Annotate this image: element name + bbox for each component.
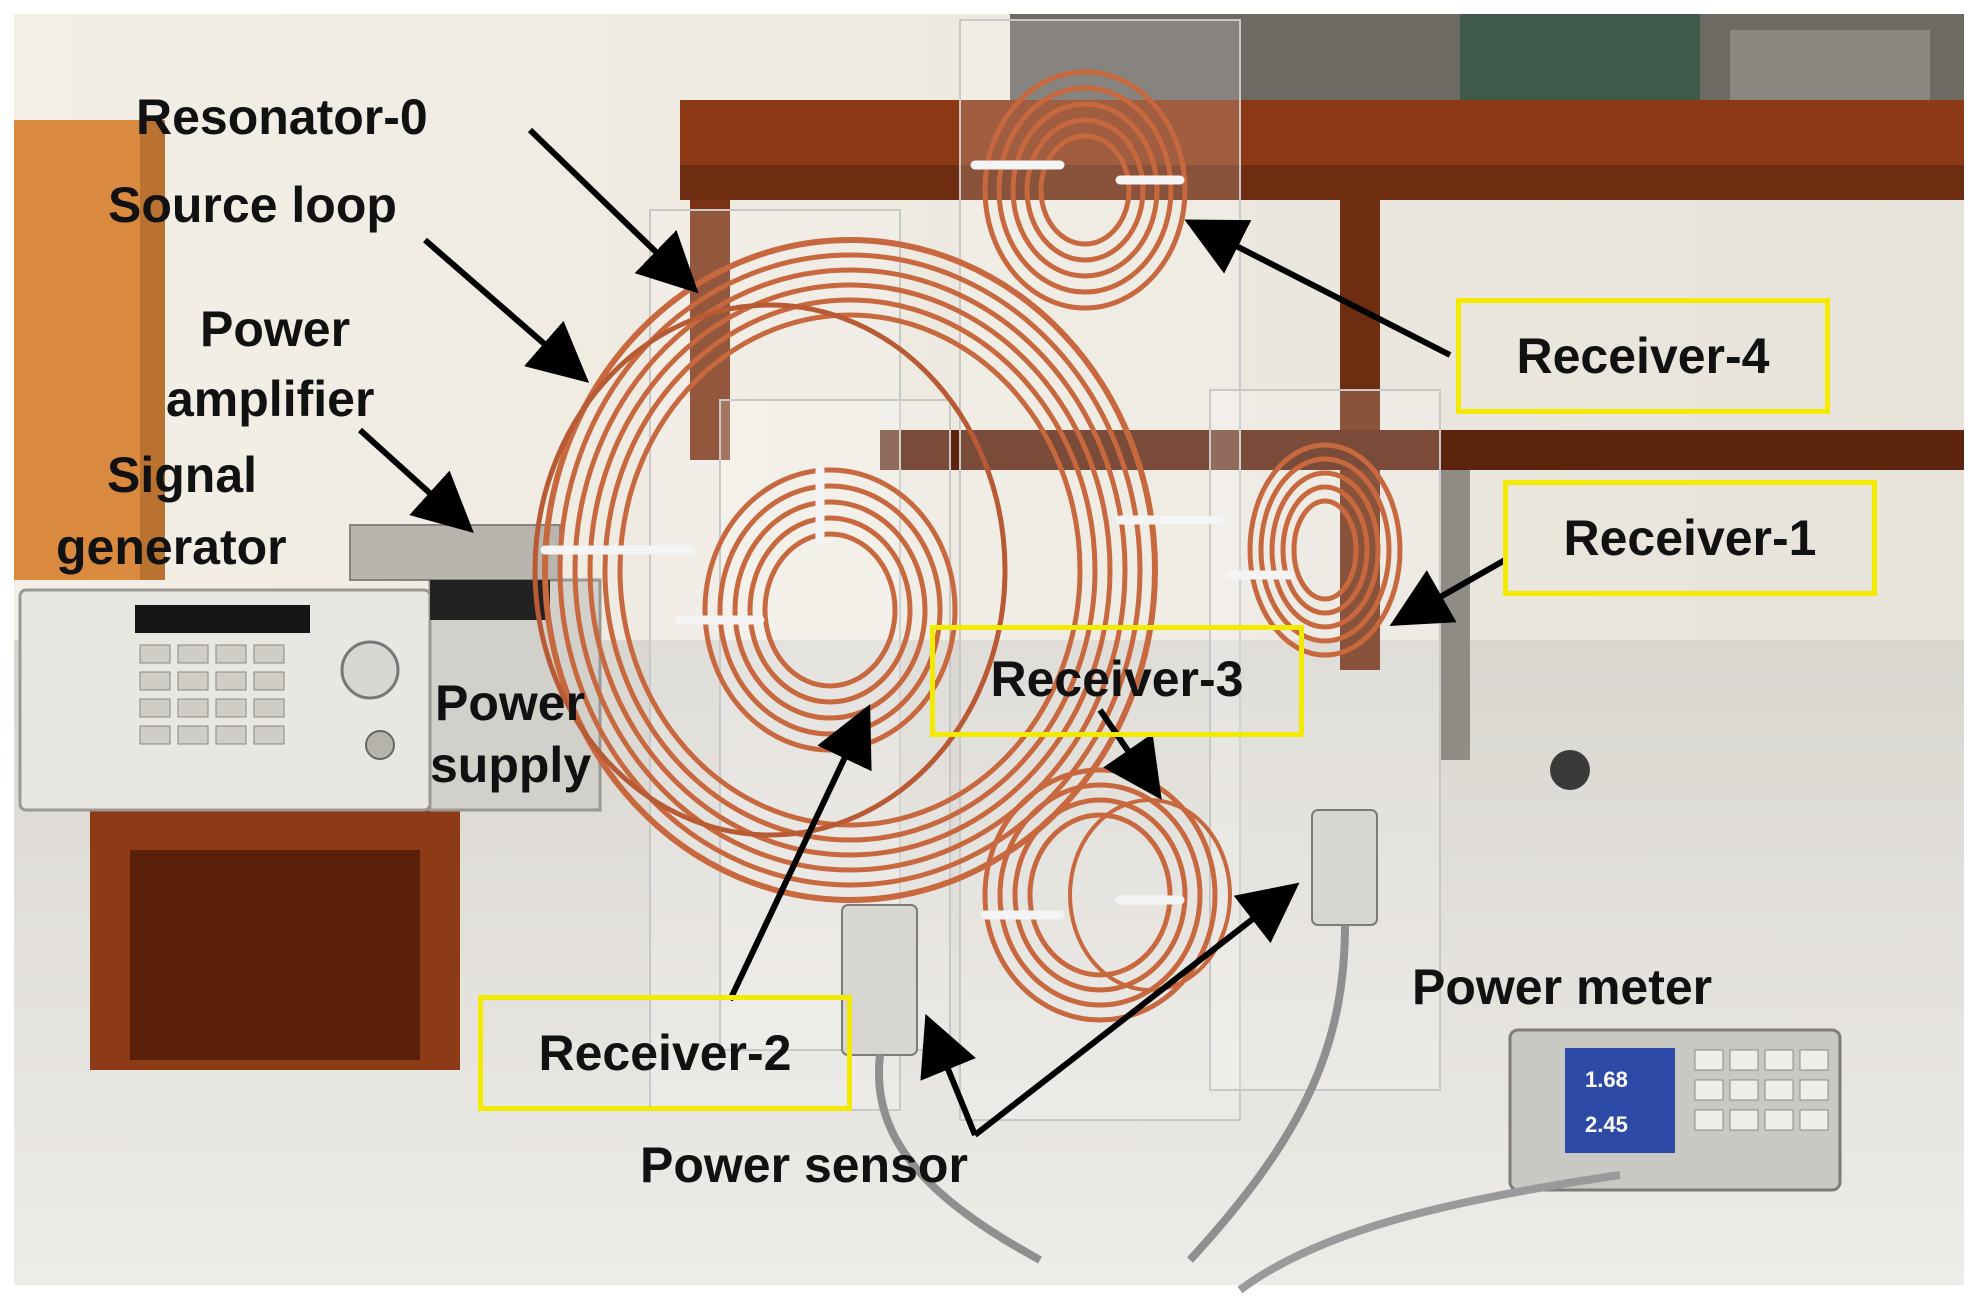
receiver-4-label-box: Receiver-4 <box>1456 298 1830 414</box>
source-loop-coil <box>532 302 1008 838</box>
amplifier-heatsink <box>430 580 550 620</box>
label-power-supply-line2: supply <box>430 737 592 793</box>
label-power-sensor: Power sensor <box>640 1137 968 1193</box>
label-receiver-4: Receiver-4 <box>1516 328 1770 384</box>
power-sensor-right <box>1311 809 1378 926</box>
signal-generator-knob <box>340 640 400 700</box>
table-apron <box>680 165 1964 200</box>
power-meter-buttons <box>1694 1049 1829 1131</box>
arrow-resonator-0 <box>527 127 699 294</box>
sensor-cable-left <box>874 1054 1042 1264</box>
meter-cable <box>1237 1171 1621 1294</box>
annotation-arrows <box>357 127 1507 1138</box>
signal-generator-keypad <box>139 644 285 745</box>
label-receiver-2: Receiver-2 <box>538 1025 792 1081</box>
power-meter-reading-1: 1.68 <box>1585 1067 1628 1092</box>
arrow-source-loop <box>423 237 590 383</box>
power-sensor-left <box>841 904 918 1056</box>
label-power-amplifier-line2: amplifier <box>166 371 375 427</box>
arrow-power-sensor-left <box>920 1013 978 1137</box>
label-power-meter: Power meter <box>1412 959 1713 1015</box>
arrow-receiver-2 <box>727 704 872 1002</box>
label-signal-generator-line1: Signal <box>107 447 258 503</box>
label-power-amplifier-line1: Power <box>200 301 351 357</box>
receiver-4-coil <box>982 69 1188 311</box>
power-meter-display <box>1565 1048 1675 1153</box>
receiver-3-label-box: Receiver-3 <box>930 625 1304 737</box>
sensor-cable-right <box>1187 924 1349 1263</box>
power-amplifier <box>349 524 561 581</box>
signal-generator-output-connector <box>365 730 395 760</box>
label-receiver-1: Receiver-1 <box>1563 510 1817 566</box>
power-meter-reading-2: 2.45 <box>1585 1112 1628 1137</box>
arrow-power-amplifier <box>357 427 474 534</box>
label-signal-generator-line2: generator <box>56 519 287 575</box>
cart-wheel <box>1550 750 1590 790</box>
cabinet-edge <box>140 120 165 580</box>
receiver-1-coil <box>1247 442 1403 658</box>
coil-holders <box>540 160 1295 920</box>
label-resonator-0: Resonator-0 <box>136 89 428 145</box>
arrow-receiver-1 <box>1389 557 1507 626</box>
arrow-receiver-4 <box>1184 219 1452 358</box>
label-power-supply-line1: Power <box>435 675 586 731</box>
label-source-loop: Source loop <box>108 177 397 233</box>
receiver-2-label-box: Receiver-2 <box>478 995 852 1111</box>
signal-generator-display <box>135 605 310 633</box>
cart-leg <box>1440 470 1470 760</box>
arrow-receiver-3 <box>1097 708 1162 800</box>
arrow-power-sensor-right <box>973 882 1300 1138</box>
label-receiver-3: Receiver-3 <box>990 651 1244 707</box>
receiver-1-label-box: Receiver-1 <box>1503 480 1877 596</box>
receiver-3-coil <box>982 767 1232 1023</box>
table-top <box>680 100 1964 170</box>
resonator-0-coil <box>542 237 1158 903</box>
wooden-stand-opening <box>130 850 420 1060</box>
orange-cabinet <box>14 120 164 580</box>
